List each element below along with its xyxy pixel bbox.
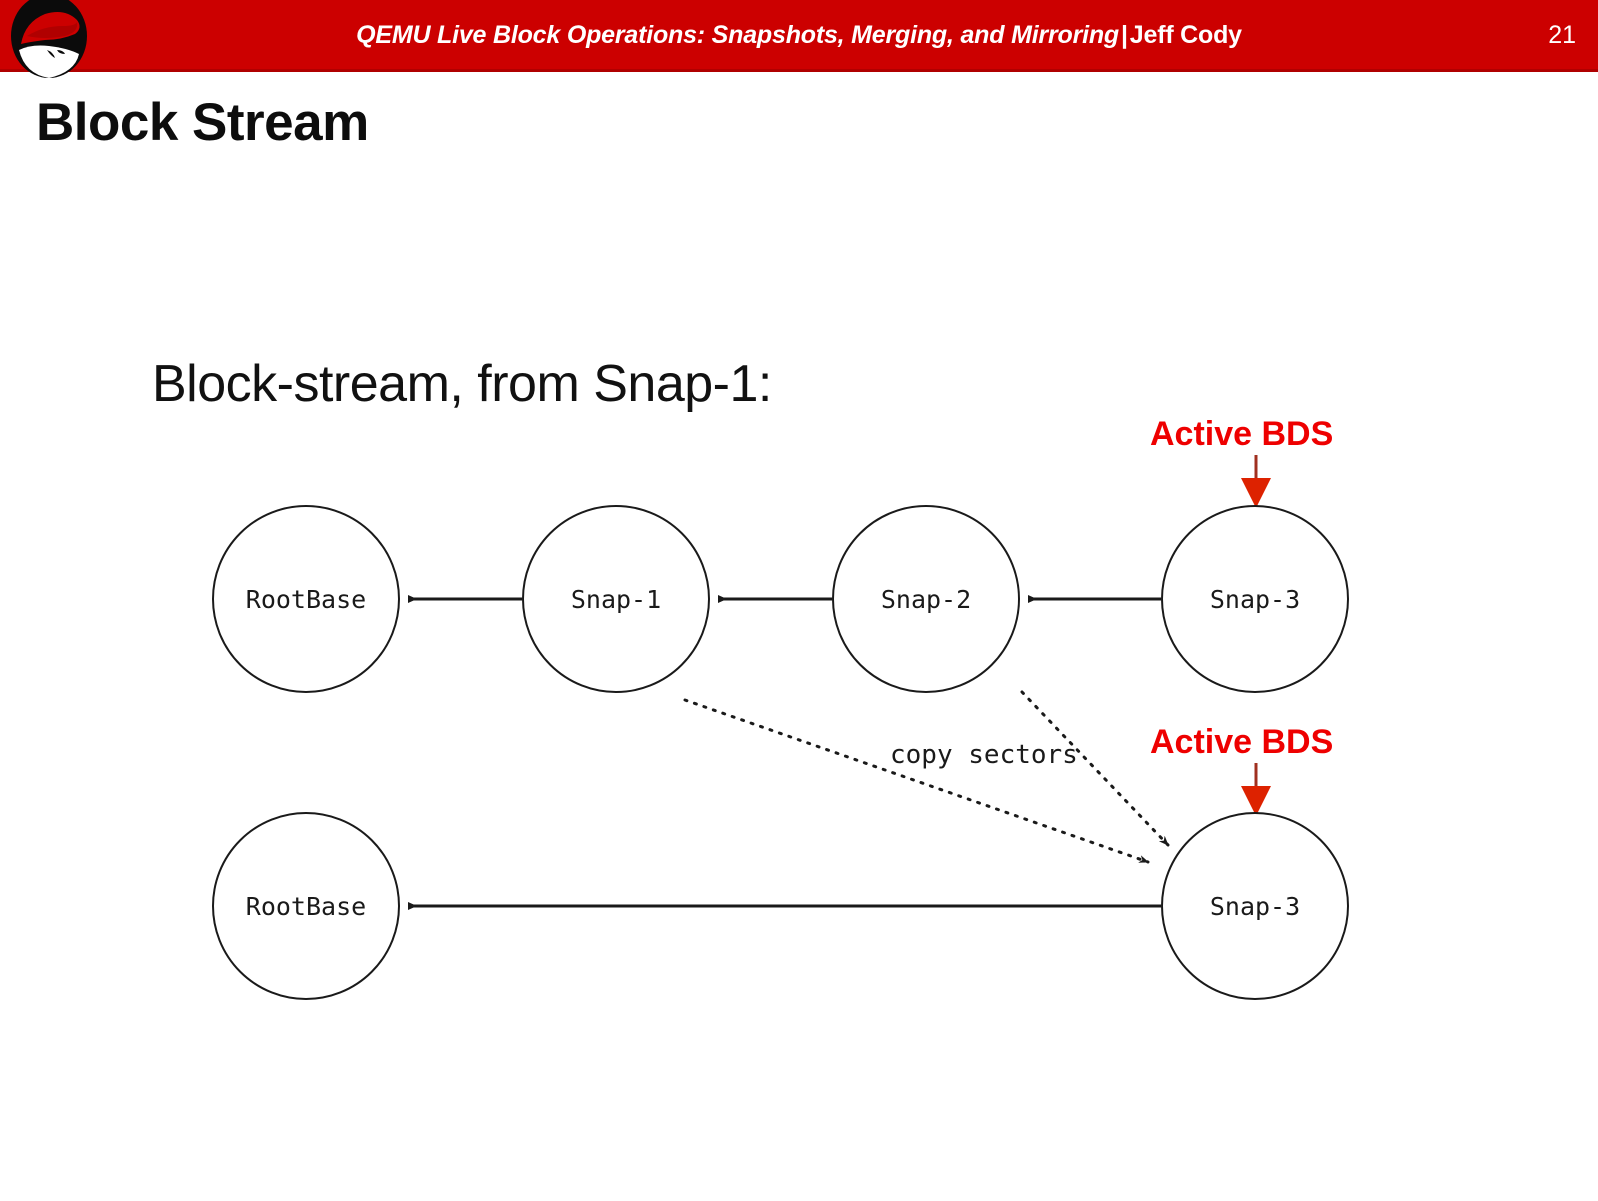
page-number: 21 (1548, 21, 1576, 49)
node-bottom-rootbase[interactable]: RootBase (212, 812, 400, 1000)
active-bds-arrow-bottom (1241, 763, 1271, 816)
copy-edge-snap1-to-bottom-snap3 (683, 698, 1150, 864)
page-title: Block Stream (36, 93, 369, 152)
node-label: Snap-1 (570, 584, 662, 614)
node-bottom-snap3[interactable]: Snap-3 (1161, 812, 1349, 1000)
header-title-separator: | (1120, 21, 1128, 49)
active-bds-arrow-top (1241, 455, 1271, 508)
node-label: Snap-2 (880, 584, 972, 614)
node-label: Snap-3 (1209, 584, 1301, 614)
header-banner: QEMU Live Block Operations: Snapshots, M… (0, 0, 1598, 78)
active-bds-label-bottom: Active BDS (1150, 723, 1334, 761)
copy-sectors-label: copy sectors (890, 740, 1078, 770)
node-top-rootbase[interactable]: RootBase (212, 505, 400, 693)
active-bds-label-top: Active BDS (1150, 415, 1334, 453)
node-top-snap3[interactable]: Snap-3 (1161, 505, 1349, 693)
header-author: Jeff Cody (1129, 21, 1242, 49)
node-top-snap1[interactable]: Snap-1 (522, 505, 710, 693)
header-title-text: QEMU Live Block Operations: Snapshots, M… (356, 21, 1119, 49)
node-label: Snap-3 (1209, 891, 1301, 921)
node-label: RootBase (245, 584, 367, 614)
node-top-snap2[interactable]: Snap-2 (832, 505, 1020, 693)
header-title: QEMU Live Block Operations: Snapshots, M… (0, 0, 1598, 72)
redhat-shadowman-logo-icon (5, 0, 93, 80)
node-label: RootBase (245, 891, 367, 921)
slide-subtitle: Block-stream, from Snap-1: (152, 355, 772, 413)
